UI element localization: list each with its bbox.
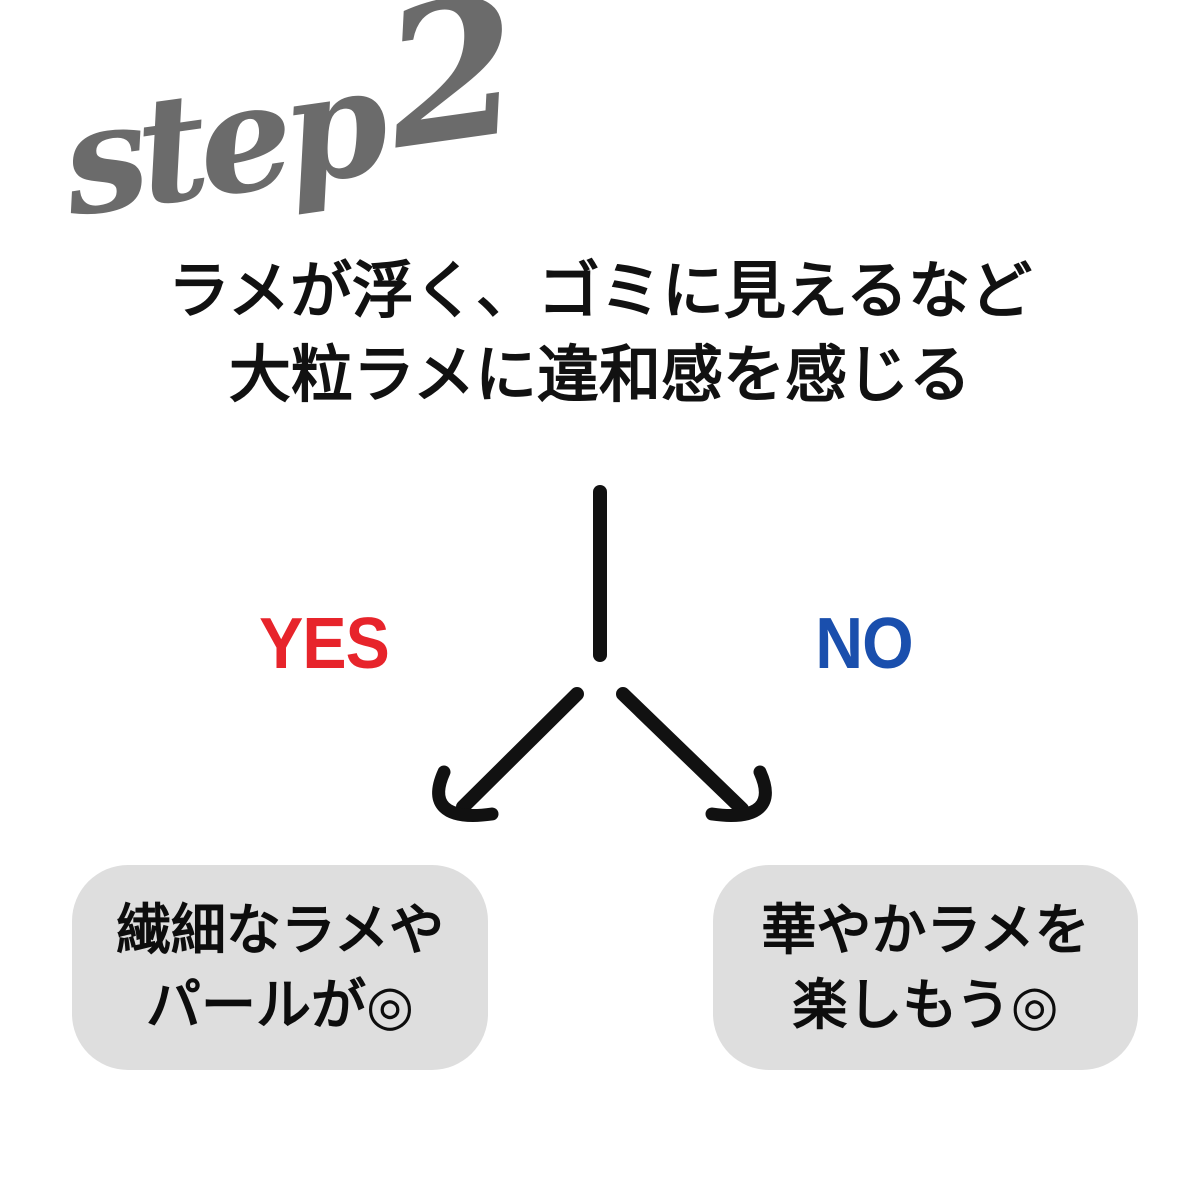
question-heading: ラメが浮く、ゴミに見えるなど 大粒ラメに違和感を感じる bbox=[0, 250, 1200, 418]
step-number: 2 bbox=[371, 0, 526, 193]
no-outcome-line-2: 楽しもう◎ bbox=[792, 973, 1059, 1036]
yes-arrow-shaft bbox=[456, 687, 584, 814]
no-arrow-head bbox=[705, 765, 772, 822]
no-outcome-line-1: 華やかラメを bbox=[761, 898, 1090, 961]
step-word: step bbox=[51, 33, 391, 251]
yes-label: YES bbox=[259, 604, 390, 684]
no-label: NO bbox=[815, 604, 913, 684]
yes-outcome-box: 繊細なラメや パールが◎ bbox=[72, 865, 488, 1070]
no-arrow-shaft bbox=[616, 687, 749, 816]
step-label: step2 bbox=[46, 0, 526, 260]
yes-outcome-line-2: パールが◎ bbox=[146, 973, 414, 1036]
question-line-1: ラメが浮く、ゴミに見えるなど bbox=[167, 257, 1033, 326]
yes-outcome-line-1: 繊細なラメや bbox=[115, 898, 445, 961]
yes-arrow-head bbox=[432, 765, 499, 822]
no-outcome-box: 華やかラメを 楽しもう◎ bbox=[713, 865, 1138, 1070]
question-line-2: 大粒ラメに違和感を感じる bbox=[228, 341, 972, 410]
